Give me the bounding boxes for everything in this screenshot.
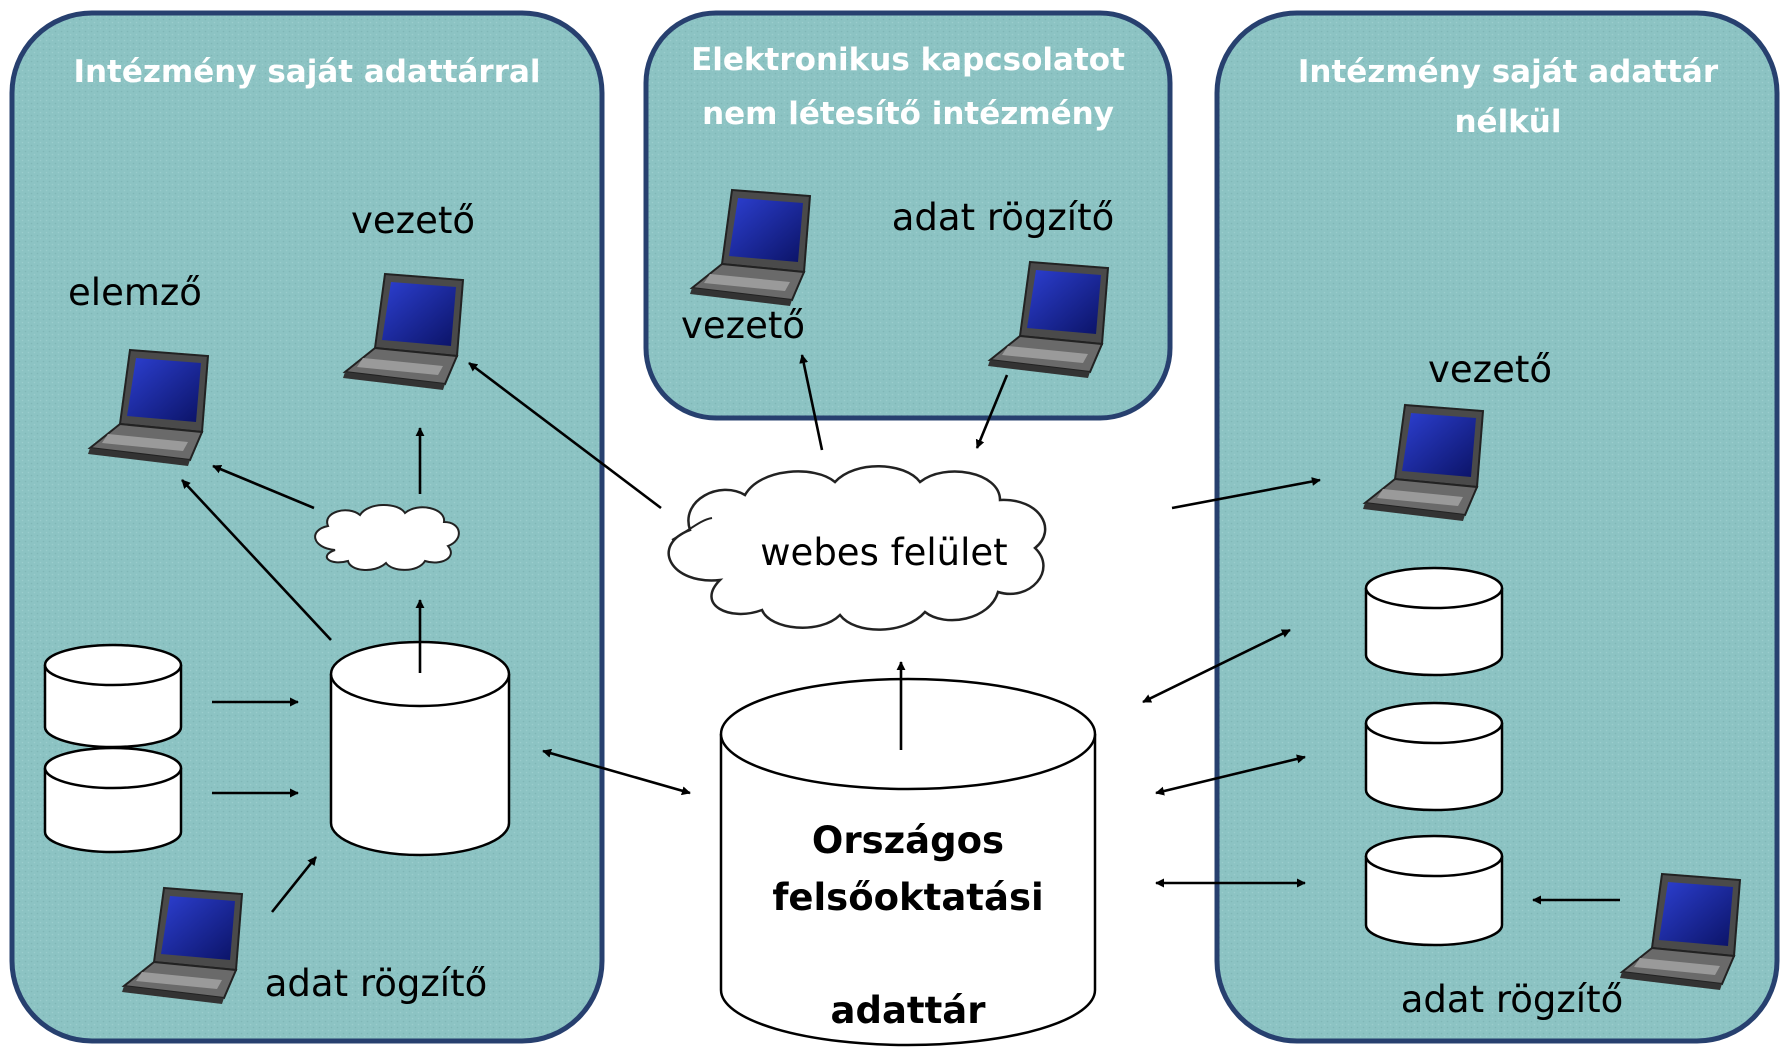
panel-left-title: Intézmény saját adattárral [73,54,540,90]
panel-middle-title-line2: nem létesítő intézmény [702,96,1114,132]
panel-right [1214,10,1780,1044]
database-icon [43,746,183,854]
database-icon [1364,834,1504,947]
web-cloud-label: webes felület [760,531,1007,574]
right-vezeto-label: vezető [1428,348,1552,391]
database-icon [43,643,183,749]
central-db-label-line2: felsőoktatási [772,876,1043,919]
database-icon [1364,701,1504,812]
left-elemzo-label: elemző [68,271,202,314]
cloud-icon [314,504,460,571]
left-vezeto-label: vezető [351,199,475,242]
web-cloud-icon [667,465,1047,631]
mid-adat-rogzito-label: adat rögzítő [892,196,1114,239]
central-db-label-line1: Országos [812,819,1004,862]
panel-right-title-line2: nélkül [1454,104,1561,140]
right-adat-rogzito-label: adat rögzítő [1401,978,1623,1021]
left-adat-rogzito-label: adat rögzítő [265,962,487,1005]
panel-right-title-line1: Intézmény saját adattár [1298,54,1719,90]
central-db-label-line3: adattár [830,989,986,1032]
mid-vezeto-label: vezető [681,304,805,347]
central-database-icon [719,677,1097,1047]
panel-left [9,10,605,1044]
database-icon [1364,566,1504,677]
database-icon [329,640,511,857]
panel-middle-title-line1: Elektronikus kapcsolatot [691,42,1125,78]
